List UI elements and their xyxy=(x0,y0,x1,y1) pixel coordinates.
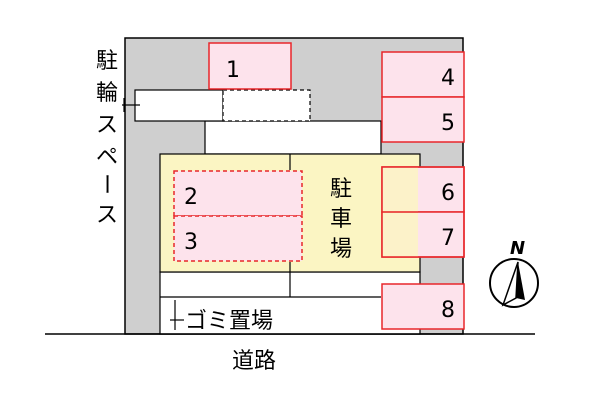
bike-label-char-3: ス xyxy=(96,113,118,138)
parking-label-char-2: 車 xyxy=(330,207,352,232)
space-8-label: 8 xyxy=(441,298,455,323)
north-label: N xyxy=(510,238,525,259)
bike-label-char-6: ス xyxy=(96,203,118,228)
space-1-label: 1 xyxy=(226,58,240,83)
bike-rack-2 xyxy=(222,89,311,122)
space-7-label: 7 xyxy=(441,226,455,251)
bike-label-char-2: 輪 xyxy=(96,81,118,106)
space-6-label: 6 xyxy=(441,181,455,206)
space-8[interactable]: 8 xyxy=(381,283,465,330)
bike-label-char-5: ー xyxy=(93,173,118,195)
space-2-label: 2 xyxy=(184,185,198,210)
road-label: 道路 xyxy=(232,349,276,374)
space-3-label: 3 xyxy=(184,230,198,255)
bicycle-space-label: 駐 輪 ス ペ ー ス xyxy=(93,49,118,228)
space-5[interactable]: 5 xyxy=(381,96,465,143)
bike-label-char-1: 駐 xyxy=(96,49,118,74)
drive-lane-top xyxy=(204,120,382,155)
bike-label-char-4: ペ xyxy=(96,145,118,170)
north-arrow-icon: N xyxy=(489,238,539,308)
space-4-label: 4 xyxy=(441,66,455,91)
bike-rack-1 xyxy=(134,89,224,122)
space-1[interactable]: 1 xyxy=(208,42,292,90)
space-2[interactable]: 2 xyxy=(173,170,303,217)
space-4[interactable]: 4 xyxy=(381,51,465,98)
space-3[interactable]: 3 xyxy=(173,215,303,262)
parking-label: 駐 車 場 xyxy=(330,177,352,262)
parking-label-char-1: 駐 xyxy=(330,177,352,202)
parking-label-char-3: 場 xyxy=(330,237,352,262)
space-5-label: 5 xyxy=(441,111,455,136)
garbage-label: ゴミ置場 xyxy=(185,309,273,334)
